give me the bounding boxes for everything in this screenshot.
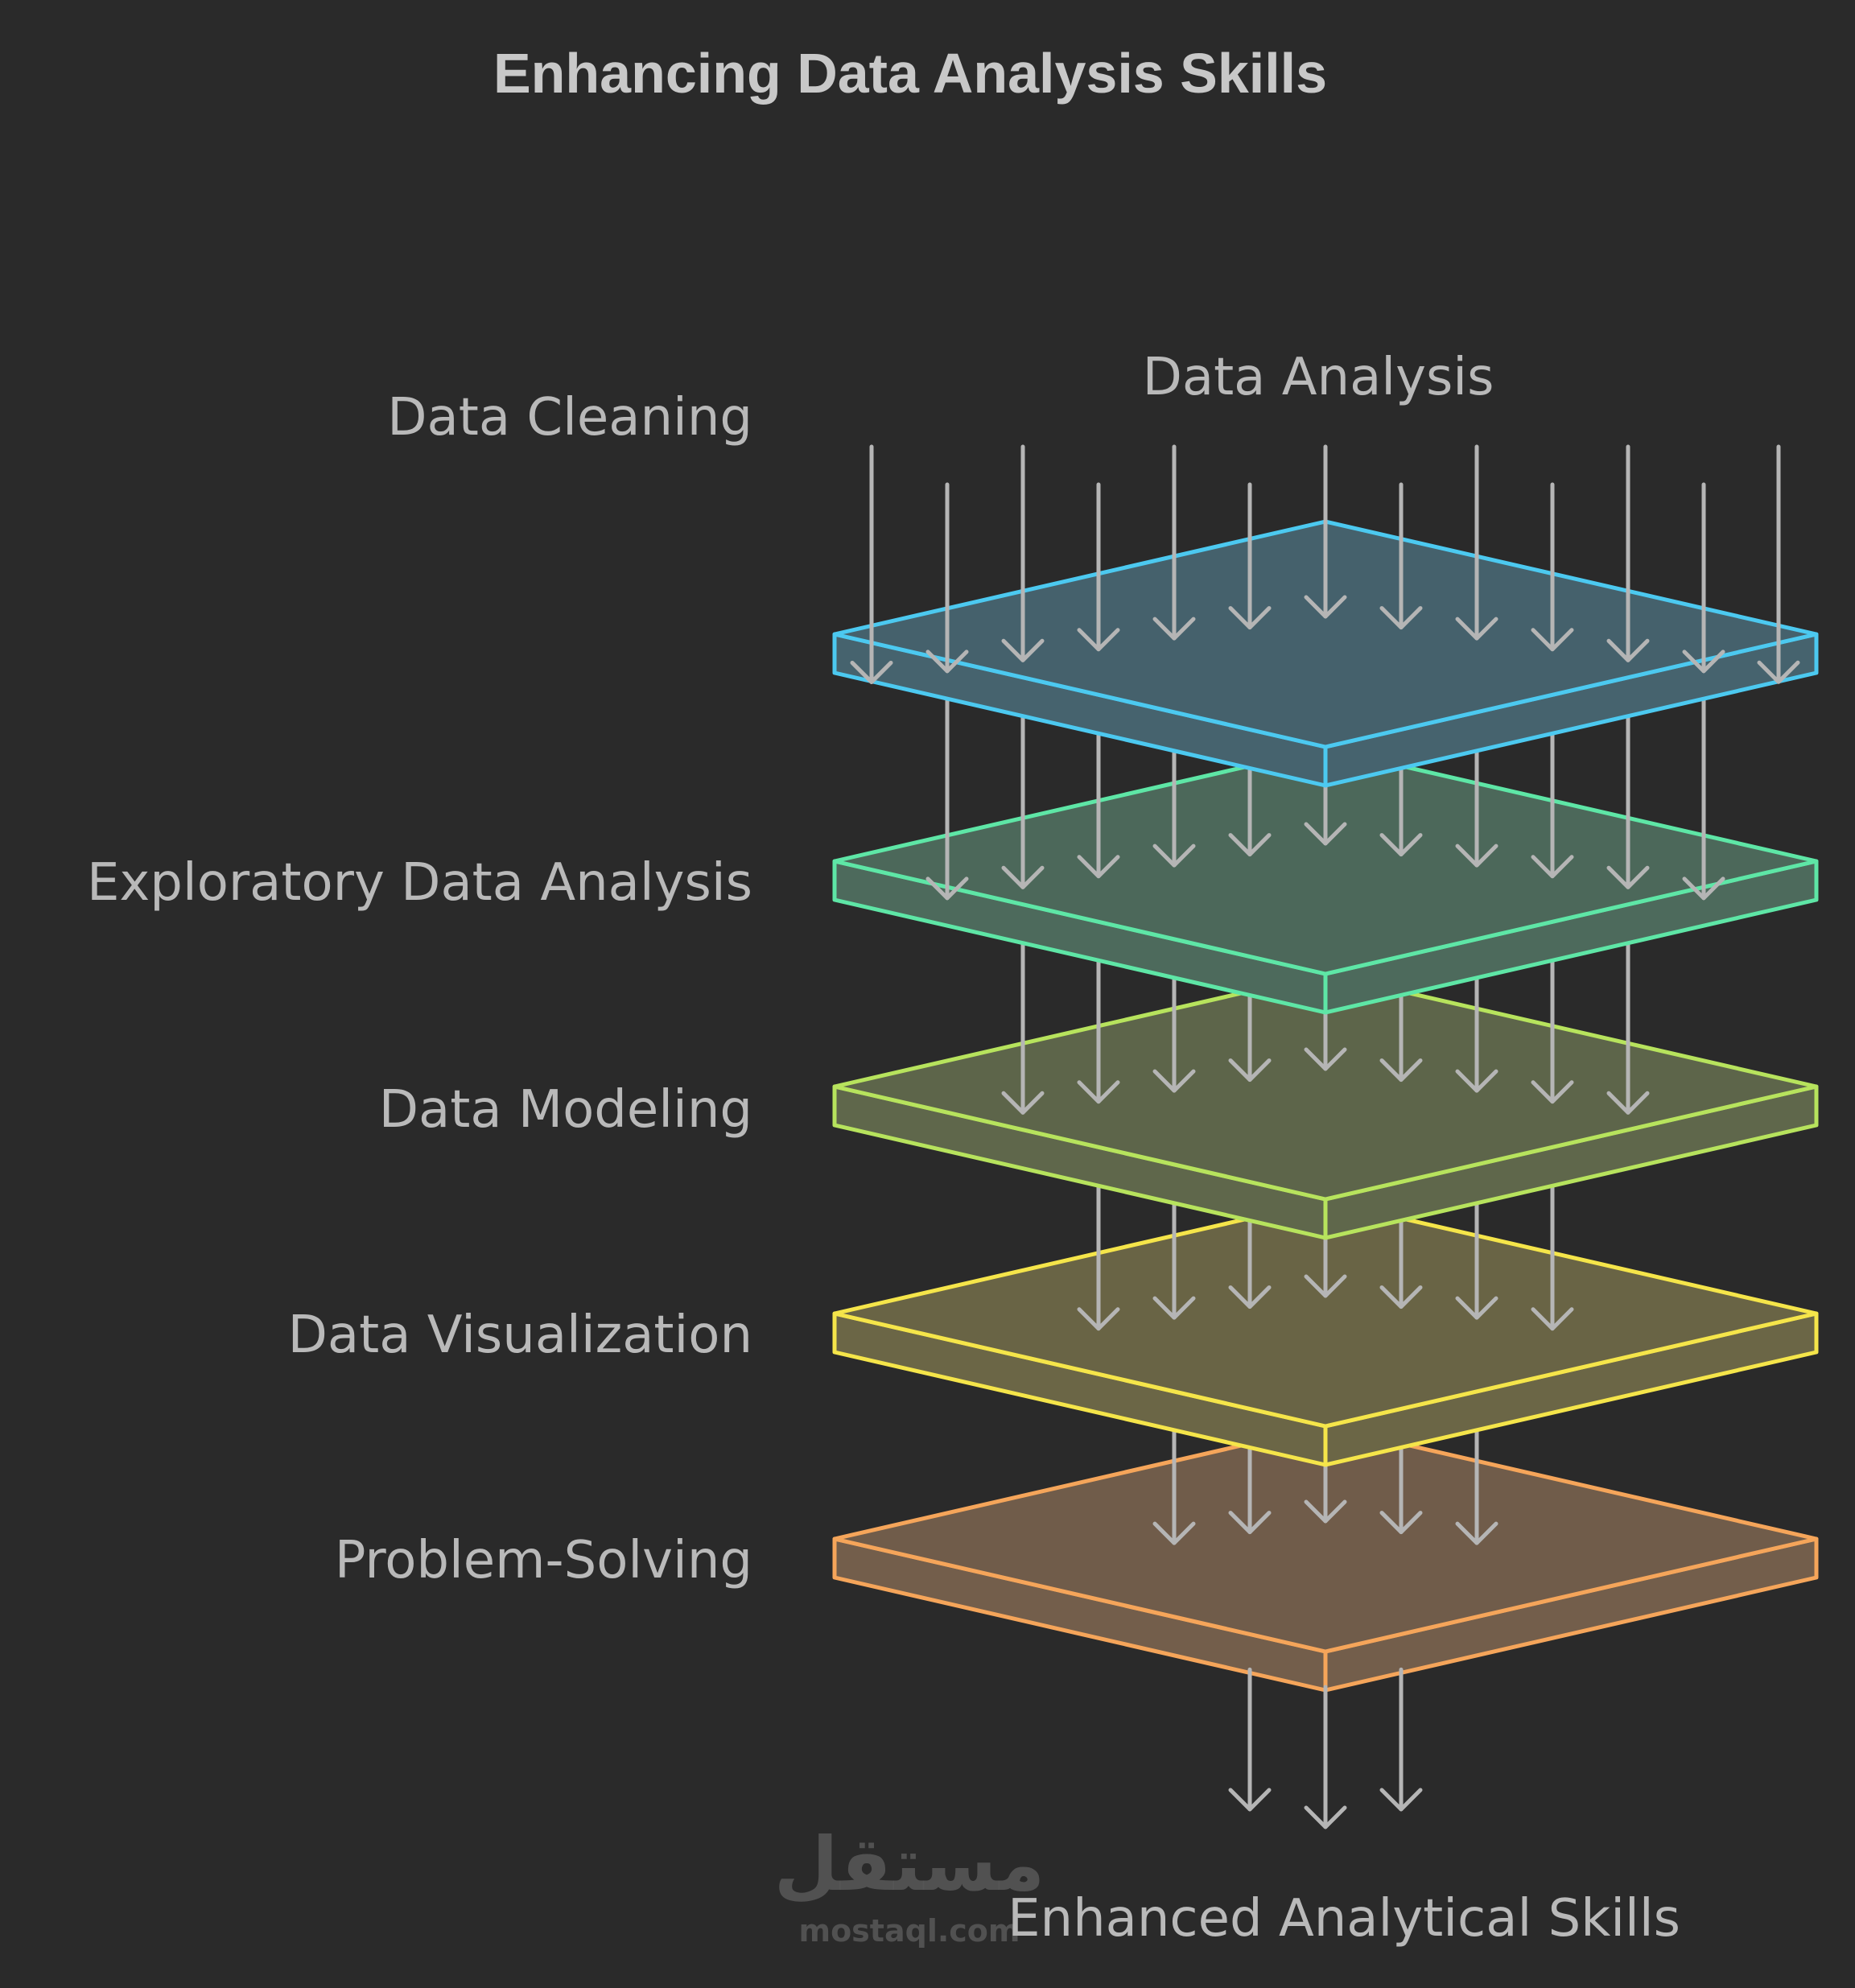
layer-label-problem-solving: Problem-Solving — [335, 1531, 752, 1590]
arrow-icon — [1455, 1198, 1498, 1320]
arrow-icon — [1077, 1180, 1120, 1331]
layer-plate-problem-solving — [832, 1424, 1819, 1693]
arrow-icon — [1455, 972, 1498, 1093]
arrow-icon — [1228, 762, 1272, 857]
layer-group-data-visualization — [832, 1180, 1819, 1467]
plate-top — [832, 1424, 1819, 1654]
arrow-icon — [925, 693, 969, 901]
diagram-title: Enhancing Data Analysis Skills — [493, 42, 1327, 105]
arrow-icon — [1152, 1425, 1196, 1545]
arrow-icon — [1077, 482, 1120, 652]
layer-group-problem-solving — [832, 1424, 1819, 1693]
arrow-icon — [1228, 1215, 1272, 1310]
arrow-icon — [1379, 1442, 1423, 1535]
arrow-icon — [1152, 1198, 1196, 1320]
arrow-icon — [1304, 1232, 1347, 1298]
arrow-icon — [1455, 1425, 1498, 1545]
arrow-icon — [1152, 972, 1196, 1093]
arrow-icon — [1531, 482, 1574, 652]
plate-top — [832, 1198, 1819, 1429]
layer-group-data-cleaning — [832, 444, 1819, 788]
watermark: مستقل mostaql.com — [774, 1821, 1045, 1949]
arrow-icon — [1304, 444, 1347, 619]
arrow-icon — [1682, 693, 1725, 901]
arrow-icon — [1606, 938, 1650, 1115]
arrow-icon — [1304, 1459, 1347, 1524]
arrow-icon — [1531, 955, 1574, 1104]
arrow-icon — [1228, 1667, 1272, 1812]
arrow-icon — [1228, 482, 1272, 630]
arrow-icon — [1152, 745, 1196, 868]
layer-label-data-visualization: Data Visualization — [288, 1305, 752, 1365]
watermark-arabic: مستقل — [774, 1821, 1045, 1908]
input-label: Data Analysis — [1143, 348, 1494, 407]
layer-label-data-cleaning: Data Cleaning — [387, 388, 752, 448]
layer-plate-data-modeling — [832, 971, 1819, 1240]
arrow-icon — [1152, 444, 1196, 641]
arrow-icon — [1757, 444, 1800, 684]
arrow-icon — [1001, 938, 1045, 1115]
output-arrows — [1228, 1667, 1423, 1829]
layer-plate-exploratory-data-analysis — [832, 746, 1819, 1015]
arrow-icon — [1455, 444, 1498, 641]
arrow-icon — [850, 444, 893, 684]
arrow-icon — [1228, 1442, 1272, 1535]
layer-label-data-modeling: Data Modeling — [379, 1080, 752, 1140]
output-label: Enhanced Analytical Skills — [1008, 1889, 1680, 1949]
arrow-icon — [1379, 1215, 1423, 1310]
arrow-icon — [1228, 989, 1272, 1083]
arrow-icon — [1077, 955, 1120, 1104]
arrow-icon — [1001, 444, 1045, 662]
layer-stack — [832, 444, 1819, 1829]
arrow-icon — [1379, 989, 1423, 1083]
arrow-icon — [1304, 1685, 1347, 1829]
arrow-icon — [1001, 711, 1045, 889]
arrow-icon — [1455, 745, 1498, 868]
arrow-icon — [925, 482, 969, 674]
arrow-icon — [1379, 1667, 1423, 1812]
layer-group-data-modeling — [832, 938, 1819, 1240]
plate-top — [832, 746, 1819, 976]
plate-top — [832, 519, 1819, 749]
arrow-icon — [1304, 1007, 1347, 1071]
arrow-icon — [1304, 780, 1347, 846]
arrow-icon — [1606, 711, 1650, 889]
arrow-icon — [1077, 728, 1120, 879]
arrow-icon — [1531, 728, 1574, 879]
arrow-icon — [1531, 1180, 1574, 1331]
watermark-latin: mostaql.com — [798, 1913, 1020, 1949]
layer-plate-data-cleaning — [832, 519, 1819, 788]
arrow-icon — [1379, 762, 1423, 857]
layer-group-exploratory-data-analysis — [832, 693, 1819, 1015]
layer-plate-data-visualization — [832, 1198, 1819, 1467]
arrow-icon — [1606, 444, 1650, 662]
arrow-icon — [1682, 482, 1725, 674]
arrow-icon — [1379, 482, 1423, 630]
plate-top — [832, 971, 1819, 1202]
layer-label-exploratory-data-analysis: Exploratory Data Analysis — [87, 853, 752, 913]
